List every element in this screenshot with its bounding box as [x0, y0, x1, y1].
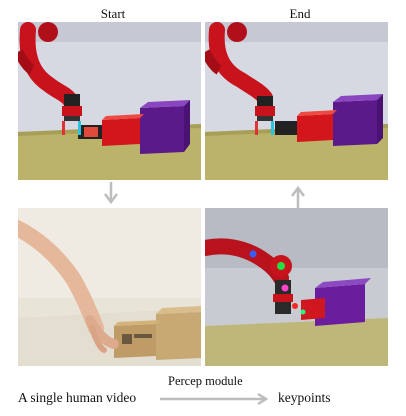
up-arrow-icon [291, 185, 305, 208]
start-header: Start [100, 6, 126, 21]
keypoints-image [205, 208, 388, 366]
target-caption: keypoints [278, 390, 331, 405]
right-arrow-icon [160, 393, 269, 405]
robot-end-image [205, 22, 388, 180]
end-header: End [289, 6, 311, 21]
robot-start-image [18, 22, 201, 180]
down-arrow-icon [104, 182, 118, 205]
source-caption: A single human video [18, 390, 137, 405]
human-video-image [18, 208, 201, 366]
module-caption: Percep module [168, 374, 243, 388]
